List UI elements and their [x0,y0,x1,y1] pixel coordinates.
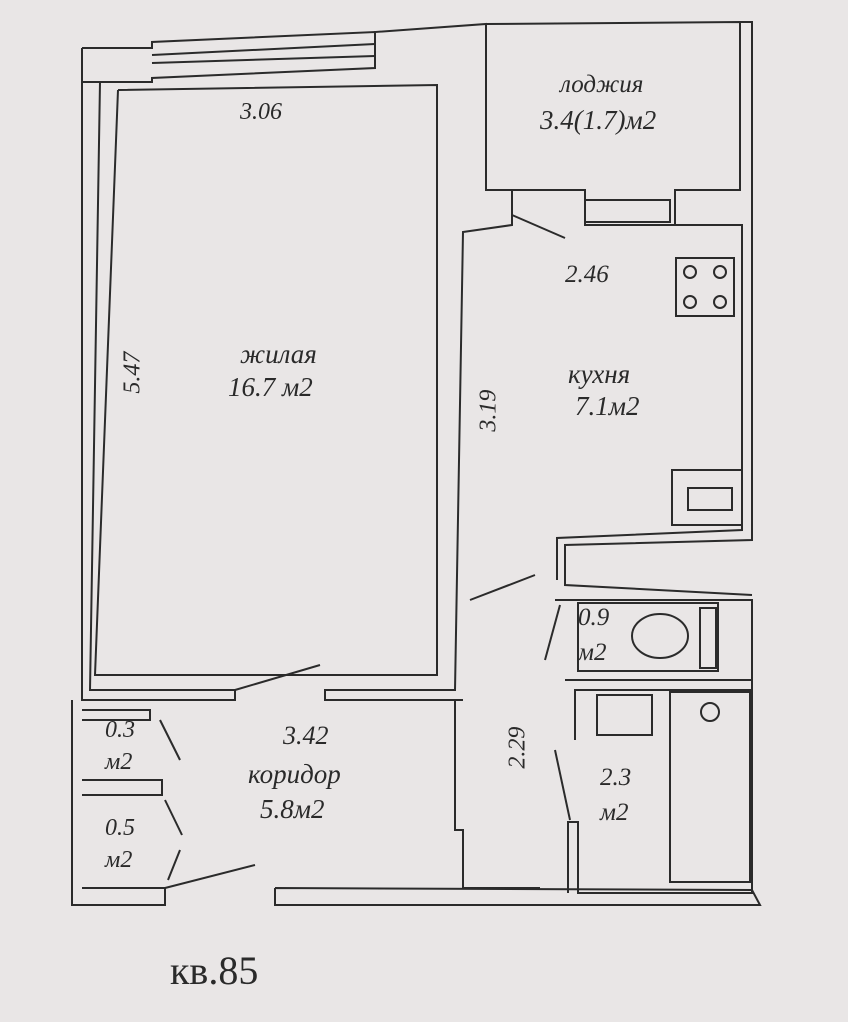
burner [713,295,727,309]
door-bath [554,749,571,821]
bathtub [669,691,751,883]
burner [683,265,697,279]
apartment-number: кв.85 [170,948,259,993]
bathroom-area-value: 2.3 [600,764,632,791]
loggia-area: 3.4(1.7)м2 [540,105,657,135]
bath-partition [565,679,753,740]
window-line [151,55,376,64]
door-closet [164,799,183,836]
door-closet [159,719,181,761]
door-living [234,664,321,691]
door-loggia [511,214,566,239]
window-line [151,43,376,56]
sink [671,469,743,526]
bathroom-wall [555,599,753,894]
corridor-area: 5.8м2 [260,794,325,824]
toilet-room [577,602,719,672]
door-closet [167,849,181,881]
closet-small-value: 0.3 [105,717,135,743]
bathroom-area-unit: м2 [600,799,629,826]
corridor-width-dim: 3.42 [283,721,329,750]
closet-large-unit: м2 [105,847,133,873]
bottom-left-wall [71,700,166,906]
kitchen-length-dim: 3.19 [475,389,502,432]
burner [683,295,697,309]
door-kitchen [469,574,536,601]
living-area: 16.7 м2 [228,372,313,402]
loggia-wall [485,20,741,226]
outer-right-wall [564,21,753,596]
door-toilet [544,604,561,661]
closet-wall [82,779,163,796]
living-inner-wall [93,83,438,676]
toilet [631,613,689,659]
loggia-window [584,199,671,223]
kitchen-width-dim: 2.46 [565,261,609,288]
outer-wall [81,81,236,701]
stove [675,257,735,317]
bath-drain [700,702,720,722]
kitchen-name: кухня [568,359,631,389]
kitchen-inner-wall [556,224,743,580]
kitchen-area: 7.1м2 [575,391,640,421]
burner [713,265,727,279]
closet-wall [82,709,151,721]
living-length-dim: 5.47 [119,351,146,394]
closet-small-unit: м2 [105,749,133,775]
toilet-area-unit: м2 [578,639,607,666]
loggia-name: лоджия [560,71,644,98]
corridor-name: коридор [248,759,341,789]
door-entrance [164,864,256,889]
washbasin [596,694,653,736]
living-width-dim: 3.06 [240,99,282,125]
sink-basin [687,487,733,511]
bath-length-dim: 2.29 [504,726,531,769]
bottom-wall [274,887,762,906]
toilet-area-value: 0.9 [578,604,610,631]
living-right-wall [324,22,513,701]
closet-large-value: 0.5 [105,815,135,841]
living-name: жилая [240,339,317,369]
toilet-tank [699,607,717,669]
